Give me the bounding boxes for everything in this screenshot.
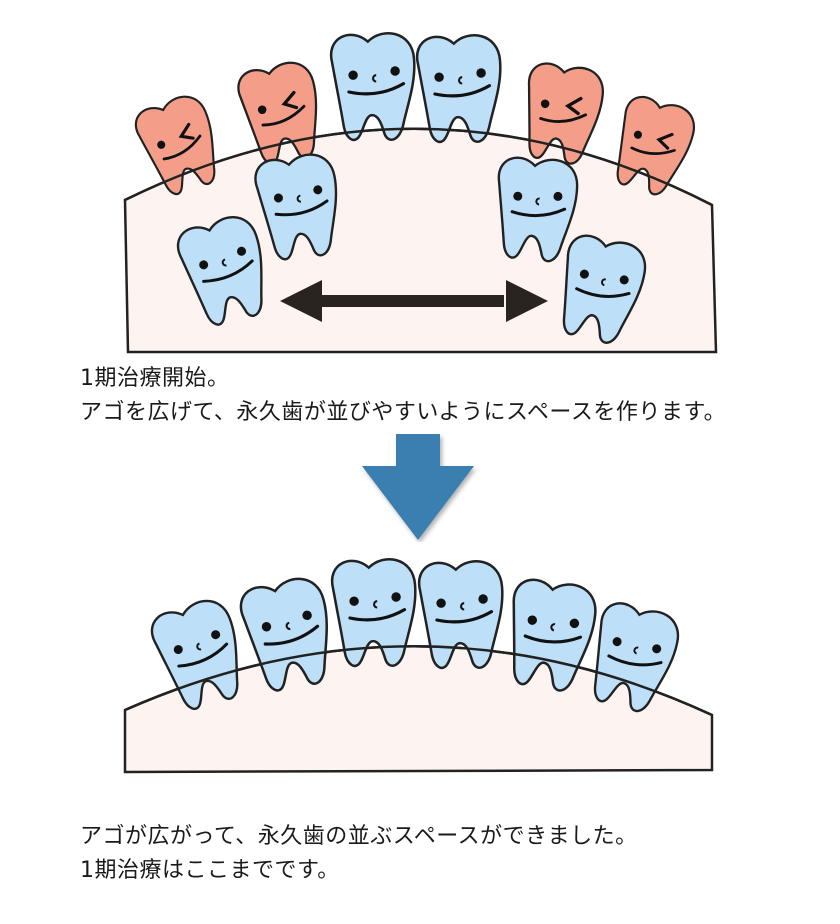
jaw-before-diagram (123, 32, 718, 354)
permanent-tooth (415, 34, 502, 144)
jaw-arch-line (124, 645, 713, 717)
jaw-after-diagram (123, 558, 714, 774)
wink-face-icon (630, 130, 676, 155)
permanent-tooth (593, 602, 680, 713)
baby-tooth (616, 95, 696, 196)
wink-face-icon (157, 122, 202, 161)
caption-after-line2: 1期治療はここまでです。 (80, 858, 340, 883)
permanent-tooth (150, 599, 239, 711)
permanent-tooth (497, 156, 579, 263)
permanent-tooth (330, 558, 417, 668)
permanent-tooth (176, 216, 263, 326)
caption-after: アゴが広がって、永久歯の並ぶスペースができました。 1期治療はここまでです。 (80, 820, 638, 888)
permanent-tooth (562, 234, 647, 344)
smile-face-icon (607, 637, 663, 667)
permanent-tooth (254, 153, 338, 261)
smile-face-icon (261, 610, 320, 646)
caption-before: 1期治療開始。 アゴを広げて、永久歯が並びやすいようにスペースを作ります。 (80, 362, 726, 430)
smile-face-icon (273, 185, 329, 217)
baby-tooth (527, 62, 604, 165)
smile-face-icon (199, 246, 254, 283)
smile-face-icon (173, 630, 229, 668)
smile-face-icon (575, 269, 631, 298)
jaw-arch-line (124, 127, 713, 207)
permanent-tooth (417, 560, 504, 670)
smile-face-icon (347, 66, 406, 96)
smile-face-icon (348, 592, 407, 622)
permanent-tooth (329, 32, 416, 142)
smile-face-icon (523, 615, 583, 644)
smile-face-icon (435, 594, 494, 624)
down-arrow-icon (362, 434, 474, 540)
wink-face-icon (257, 90, 306, 127)
permanent-tooth (512, 578, 597, 692)
smile-face-icon (510, 191, 567, 218)
wink-face-icon (539, 96, 588, 123)
caption-after-line1: アゴが広がって、永久歯の並ぶスペースができました。 (80, 824, 638, 849)
teeth-group (134, 32, 696, 344)
caption-before-line2: アゴを広げて、永久歯が並びやすいようにスペースを作ります。 (80, 400, 727, 425)
caption-before-line1: 1期治療開始。 (80, 366, 230, 391)
teeth-group (150, 558, 680, 713)
double-headed-arrow (280, 280, 548, 322)
smile-face-icon (433, 68, 492, 98)
